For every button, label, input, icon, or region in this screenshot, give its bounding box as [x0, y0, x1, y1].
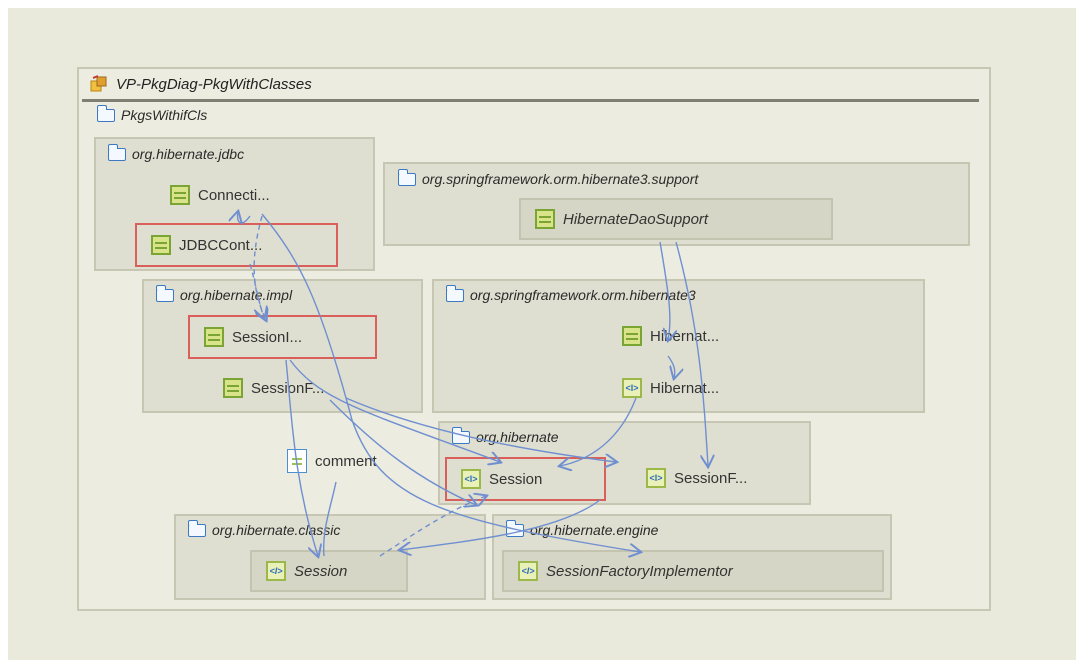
class-icon	[535, 209, 555, 229]
package-classic-label: org.hibernate.classic	[187, 519, 341, 538]
class-hibernate-template-label: Hibernat...	[650, 327, 720, 345]
class-icon	[223, 378, 243, 398]
class-hibernate-dao-support-label: HibernateDaoSupport	[563, 210, 709, 228]
interface-session-factory-label: SessionF...	[674, 469, 748, 487]
class-icon	[170, 185, 190, 205]
interface-session-label: Session	[489, 470, 543, 488]
interface-classic-session-label: Session	[294, 562, 348, 580]
interface-session-factory-implementor[interactable]: <I> SessionFactoryImplementor	[502, 550, 884, 592]
interface-session[interactable]: <I> Session	[445, 457, 606, 501]
package-spring-hibernate3-name: org.springframework.orm.hibernate3	[470, 287, 696, 303]
package-spring-hibernate3-label: org.springframework.orm.hibernate3	[445, 284, 696, 303]
package-hibernate-label: org.hibernate	[451, 426, 559, 445]
class-session-impl-label: SessionI...	[232, 328, 303, 346]
interface-icon: <I>	[518, 561, 538, 581]
package-spring-support-label: org.springframework.orm.hibernate3.suppo…	[397, 168, 699, 187]
folder-icon	[505, 519, 524, 537]
folder-icon	[155, 284, 174, 302]
class-hibernate-dao-support[interactable]: HibernateDaoSupport	[519, 198, 833, 240]
package-impl-label: org.hibernate.impl	[155, 284, 293, 303]
package-impl-name: org.hibernate.impl	[180, 287, 293, 303]
package-jdbc-label: org.hibernate.jdbc	[107, 143, 245, 162]
package-hibernate-name: org.hibernate	[476, 429, 559, 445]
note-comment-text: comment	[315, 452, 377, 470]
root-package-label[interactable]: PkgsWithifCls	[96, 104, 208, 123]
interface-classic-session[interactable]: <I> Session	[250, 550, 408, 592]
class-jdbc-context[interactable]: JDBCCont...	[135, 223, 338, 267]
interface-icon: <I>	[266, 561, 286, 581]
interface-icon: <I>	[461, 469, 481, 489]
interface-icon: <I>	[646, 468, 666, 488]
class-icon	[622, 326, 642, 346]
diagram-title: VP-PkgDiag-PkgWithClasses	[116, 75, 312, 93]
title-divider	[82, 99, 979, 102]
package-jdbc-name: org.hibernate.jdbc	[132, 146, 245, 162]
interface-hibernate-callback-label: Hibernat...	[650, 379, 720, 397]
class-session-factory-impl[interactable]: SessionF...	[223, 374, 324, 402]
root-package-name: PkgsWithifCls	[121, 107, 208, 123]
class-hibernate-template[interactable]: Hibernat...	[622, 322, 719, 350]
interface-session-factory[interactable]: <I> SessionF...	[646, 464, 747, 492]
folder-icon	[107, 143, 126, 161]
folder-icon	[96, 104, 115, 122]
interface-icon: <I>	[622, 378, 642, 398]
folder-icon	[451, 426, 470, 444]
class-icon	[204, 327, 224, 347]
folder-icon	[187, 519, 206, 537]
class-session-factory-impl-label: SessionF...	[251, 379, 325, 397]
package-spring-support-name: org.springframework.orm.hibernate3.suppo…	[422, 171, 699, 187]
package-diagram-icon	[90, 75, 108, 93]
note-comment[interactable]: comment	[287, 449, 377, 473]
class-connection-label: Connecti...	[198, 186, 270, 204]
interface-session-factory-implementor-label: SessionFactoryImplementor	[546, 562, 733, 580]
package-engine-label: org.hibernate.engine	[505, 519, 659, 538]
interface-hibernate-callback[interactable]: <I> Hibernat...	[622, 374, 719, 402]
note-icon	[287, 449, 307, 473]
folder-icon	[397, 168, 416, 186]
class-jdbc-context-label: JDBCCont...	[179, 236, 263, 254]
class-connection[interactable]: Connecti...	[170, 181, 270, 209]
class-session-impl[interactable]: SessionI...	[188, 315, 377, 359]
class-icon	[151, 235, 171, 255]
package-engine-name: org.hibernate.engine	[530, 522, 659, 538]
folder-icon	[445, 284, 464, 302]
diagram-title-bar: VP-PkgDiag-PkgWithClasses	[90, 73, 312, 95]
package-classic-name: org.hibernate.classic	[212, 522, 341, 538]
